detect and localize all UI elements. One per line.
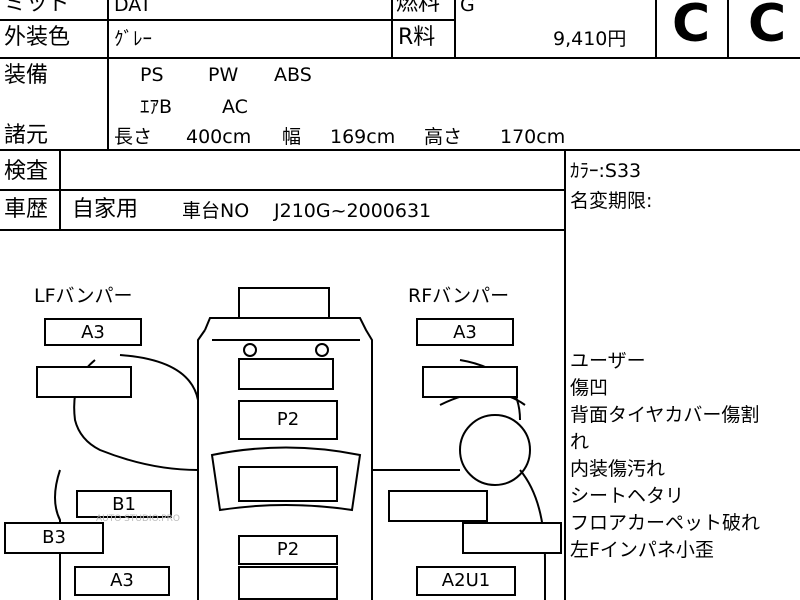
lf-fender-box (36, 366, 132, 398)
left-door-code: B1 (76, 490, 172, 518)
inspection-label: 検査 (4, 159, 49, 184)
fuel-label: 燃料 (396, 0, 441, 16)
left-side-code: B3 (4, 522, 104, 554)
exterior-color-label: 外装色 (4, 25, 71, 50)
mission-value: DAT (114, 0, 152, 16)
name-change-deadline-label: 名変期限: (570, 190, 653, 212)
note-2: 傷凹 (570, 377, 609, 399)
length-label: 長さ (114, 126, 153, 148)
chassis-label: 車台NO (182, 200, 250, 222)
grade-interior: C (748, 0, 787, 54)
lf-bumper-code: A3 (44, 318, 142, 346)
width-label: 幅 (282, 126, 302, 148)
note-3: 背面タイヤカバー傷割 (570, 404, 760, 426)
mission-label: ミッド (4, 0, 71, 16)
hood-box (238, 358, 334, 390)
floor-code: P2 (238, 535, 338, 565)
lf-bumper-label: LFバンパー (34, 285, 133, 307)
equip-airbag: ｴｱB (140, 96, 173, 118)
grade-exterior: C (672, 0, 711, 54)
color-code: ｶﾗｰ:S33 (570, 160, 642, 182)
usage-value: 自家用 (72, 197, 139, 222)
equip-ps: PS (140, 64, 164, 86)
height-value: 170cm (500, 126, 566, 148)
note-1: ユーザー (570, 350, 646, 372)
recycle-fee-label: R料 (398, 25, 436, 50)
exterior-color-value: ｸﾞﾚｰ (114, 28, 153, 50)
equip-abs: ABS (274, 64, 312, 86)
rf-bumper-code: A3 (416, 318, 514, 346)
length-value: 400cm (186, 126, 252, 148)
note-8: 左Fインパネ小歪 (570, 539, 714, 561)
note-5: 内装傷汚れ (570, 458, 666, 480)
front-bumper-box (238, 287, 330, 319)
equip-ac: AC (222, 96, 248, 118)
equipment-label: 装備 (4, 63, 49, 88)
windshield-box (238, 466, 338, 502)
height-label: 高さ (424, 126, 463, 148)
note-6: シートヘタリ (570, 485, 685, 507)
fuel-value: G (460, 0, 475, 16)
right-door-box (388, 490, 488, 522)
equip-pw: PW (208, 64, 239, 86)
rear-center-box (238, 566, 338, 600)
recycle-fee-value: 9,410円 (553, 28, 627, 50)
note-4: れ (570, 431, 590, 453)
right-side-box (462, 522, 562, 554)
history-label: 車歴 (4, 197, 49, 222)
width-value: 169cm (330, 126, 396, 148)
roof-code: P2 (238, 400, 338, 440)
left-rear-code: A3 (74, 566, 170, 596)
note-7: フロアカーペット破れ (570, 512, 761, 534)
chassis-value: J210G~2000631 (274, 200, 432, 222)
rf-bumper-label: RFバンパー (408, 285, 510, 307)
watermark: AUTO STUDIO.PRO (96, 514, 180, 524)
rf-fender-box (422, 366, 518, 398)
specs-label: 諸元 (4, 123, 49, 148)
right-rear-code: A2U1 (416, 566, 516, 596)
